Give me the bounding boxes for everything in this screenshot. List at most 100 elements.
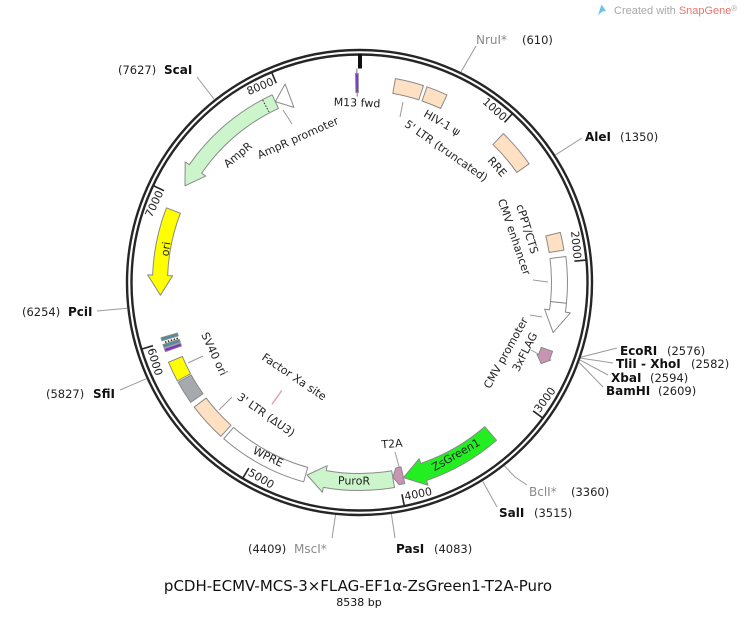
watermark-registered: ® — [731, 4, 737, 13]
site-alei: AleI (1350) — [585, 130, 658, 144]
site-position: (2609) — [658, 384, 696, 398]
site-pcii: (6254) PciI — [22, 305, 93, 319]
feature-5-ltr-truncated — [392, 78, 424, 101]
feature-unlabeled-gray — [177, 374, 204, 403]
site-position: (2594) — [650, 371, 688, 385]
label-ampr-promoter: AmpR promoter — [255, 114, 341, 162]
site-position: (2582) — [691, 357, 729, 371]
site-name: TliI - XhoI — [616, 357, 681, 371]
leader-sv40-ori — [187, 355, 204, 364]
leader-xhoi — [580, 357, 614, 364]
site-nrui: NruI* (610) — [476, 33, 553, 47]
site-position: (4409) — [248, 542, 286, 556]
site-position: (2576) — [667, 344, 705, 358]
leader-cmv-enhancer — [532, 279, 549, 283]
feature-marker-teal — [162, 338, 181, 349]
feature-3xflag-arrow — [536, 346, 554, 365]
leader-pasi — [390, 514, 396, 539]
feature-t2a-arrow — [392, 466, 406, 486]
site-position: (6254) — [22, 305, 60, 319]
svg-text:Created with SnapGene®: Created with SnapGene® — [614, 4, 737, 17]
features — [147, 68, 571, 493]
leader-pcii — [96, 307, 128, 312]
backbone-inner-strand — [130, 53, 589, 512]
leader-sali — [482, 480, 498, 508]
feature-rre — [492, 133, 530, 173]
label-3-ltr: 3' LTR (ΔU3) — [235, 390, 297, 439]
site-name: PciI — [68, 305, 93, 319]
site-name: MscI* — [294, 542, 327, 556]
leader-sfii — [119, 378, 147, 391]
leader-ecori — [580, 347, 618, 358]
plasmid-length: 8538 bp — [336, 596, 381, 609]
label-sv40-ori: SV40 ori — [198, 330, 229, 377]
leader-alei — [555, 137, 583, 156]
feature-m13-fwd-primer — [355, 73, 359, 94]
leader-cmv-promoter — [529, 314, 543, 318]
site-sali: SalI (3515) — [499, 506, 572, 520]
site-position: (3360) — [571, 485, 609, 499]
site-name: NruI* — [476, 33, 507, 47]
backbone-outer-strand — [125, 48, 594, 517]
watermark-prefix: Created with — [614, 5, 679, 17]
feature-wpre — [223, 426, 309, 483]
site-name: SalI — [499, 506, 524, 520]
tick-label: 1000 — [480, 95, 509, 123]
tick-label: 6000 — [144, 347, 165, 378]
label-m13-fwd: M13 fwd — [333, 96, 380, 111]
feature-cppt-cts — [545, 231, 565, 253]
tick-label: 4000 — [403, 485, 433, 503]
site-name: EcoRI — [620, 344, 657, 358]
tick-line — [142, 344, 154, 350]
label-factor-xa-site: Factor Xa site — [259, 351, 328, 404]
site-pasi: PasI (4083) — [396, 542, 472, 556]
feature-puror-arrow — [306, 465, 396, 493]
site-bamhi: BamHI (2609) — [606, 384, 696, 398]
site-name: BamHI — [606, 384, 650, 398]
feature-factor-xa-site — [271, 390, 283, 405]
site-tlii-xhoi: TliI - XhoI (2582) — [616, 357, 729, 371]
site-position: (1350) — [620, 130, 658, 144]
leader-scai — [196, 76, 215, 100]
feature-marker-teal — [160, 332, 179, 342]
leader-bamhi — [578, 362, 604, 388]
snapgene-logo-icon — [598, 4, 606, 15]
leader-5-ltr — [399, 101, 404, 118]
tick-line — [153, 185, 165, 192]
leader-bcli — [504, 465, 528, 486]
feature-ampr-promoter-arrow — [274, 83, 295, 108]
site-position: (4083) — [434, 542, 472, 556]
feature-ampr-arrow — [184, 94, 279, 187]
site-position: (3515) — [534, 506, 572, 520]
feature-ori-arrow — [147, 207, 181, 296]
tick-line — [242, 467, 250, 478]
plasmid-name: pCDH-ECMV-MCS-3×FLAG-EF1α-ZsGreen1-T2A-P… — [164, 577, 552, 595]
feature-cmv-enhancer — [549, 255, 568, 304]
site-name: SfiI — [93, 387, 115, 401]
site-name: ScaI — [164, 63, 192, 77]
site-xbai: XbaI (2594) — [611, 371, 688, 385]
site-sfii: (5827) SfiI — [46, 387, 115, 401]
site-position: (610) — [522, 33, 553, 47]
tick-line — [401, 494, 405, 506]
tick-2000: 2000 — [568, 230, 586, 262]
site-ecori: EcoRI (2576) — [620, 344, 705, 358]
feature-3-ltr-delta-u3 — [193, 397, 232, 437]
site-name: AleI — [585, 130, 611, 144]
site-position: (7627) — [118, 63, 156, 77]
label-t2a: T2A — [380, 437, 404, 452]
leader-msci — [331, 515, 336, 539]
leader-3-ltr — [218, 396, 233, 411]
feature-marker-dots — [163, 337, 179, 344]
watermark: Created with SnapGene® — [598, 4, 737, 17]
tick-line — [532, 410, 543, 419]
site-position: (5827) — [46, 387, 84, 401]
tick-4000: 4000 — [401, 485, 433, 506]
tick-line — [271, 72, 277, 84]
label-puror: PuroR — [338, 474, 371, 488]
leader-nrui — [460, 45, 477, 73]
watermark-brand: SnapGene — [679, 5, 732, 17]
site-name: BclI* — [529, 485, 557, 499]
feature-sv40-ori — [167, 355, 192, 382]
backbone — [125, 48, 594, 517]
